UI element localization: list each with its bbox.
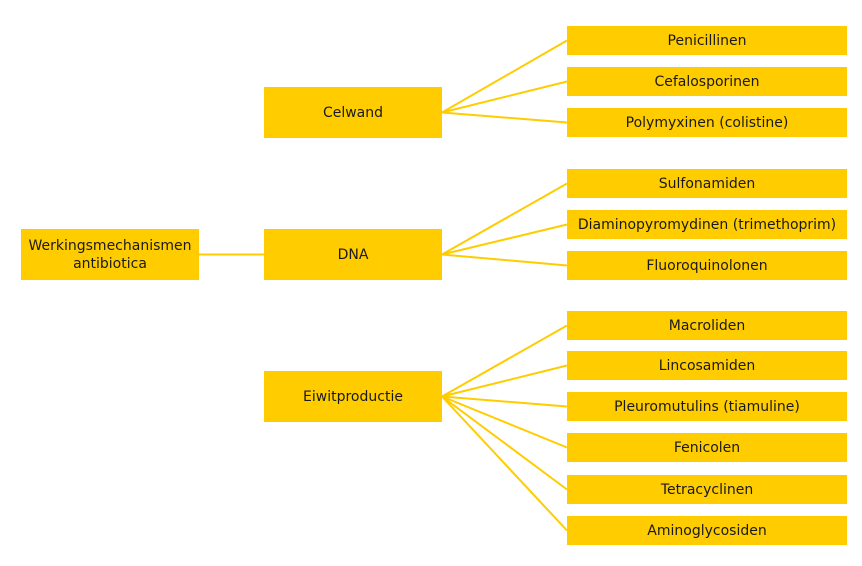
category-to-leaf-line (441, 182, 568, 256)
category-dna: DNA (264, 229, 442, 280)
category-to-leaf-line (441, 324, 568, 398)
category-celwand: Celwand (264, 87, 442, 138)
category-to-leaf-line (441, 395, 568, 532)
category-label: Eiwitproductie (303, 388, 403, 405)
leaf-label: Diaminopyromydinen (trimethoprim) (577, 216, 837, 233)
leaf-label: Lincosamiden (658, 357, 756, 374)
category-to-leaf-line (441, 39, 568, 114)
leaf-label: Penicillinen (667, 32, 747, 49)
leaf-label: Fenicolen (673, 439, 741, 456)
category-eiwitproductie: Eiwitproductie (264, 371, 442, 422)
root-node: Werkingsmechanismen antibiotica (21, 229, 199, 280)
leaf-diaminopyromydinen: Diaminopyromydinen (trimethoprim) (567, 210, 847, 239)
leaf-lincosamiden: Lincosamiden (567, 351, 847, 380)
category-to-leaf-line (441, 223, 568, 256)
leaf-tetracyclinen: Tetracyclinen (567, 475, 847, 504)
root-label: Werkingsmechanismen antibiotica (28, 237, 192, 272)
leaf-pleuromutulins: Pleuromutulins (tiamuline) (567, 392, 847, 421)
leaf-label: Fluoroquinolonen (646, 257, 768, 274)
category-to-leaf-line (441, 80, 568, 114)
leaf-label: Polymyxinen (colistine) (625, 114, 789, 131)
leaf-fenicolen: Fenicolen (567, 433, 847, 462)
category-to-leaf-line (441, 395, 568, 491)
category-to-leaf-line (441, 395, 568, 408)
leaf-label: Aminoglycosiden (647, 522, 767, 539)
leaf-label: Pleuromutulins (tiamuline) (614, 398, 800, 415)
category-label: DNA (337, 246, 369, 263)
leaf-polymyxinen: Polymyxinen (colistine) (567, 108, 847, 137)
leaf-label: Sulfonamiden (658, 175, 756, 192)
leaf-cefalosporinen: Cefalosporinen (567, 67, 847, 96)
leaf-aminoglycosiden: Aminoglycosiden (567, 516, 847, 545)
leaf-label: Cefalosporinen (654, 73, 760, 90)
category-to-leaf-line (441, 253, 568, 267)
leaf-sulfonamiden: Sulfonamiden (567, 169, 847, 198)
leaf-macroliden: Macroliden (567, 311, 847, 340)
category-to-leaf-line (441, 395, 568, 449)
category-to-leaf-line (441, 111, 568, 124)
leaf-label: Macroliden (668, 317, 746, 334)
leaf-fluoroquinolonen: Fluoroquinolonen (567, 251, 847, 280)
leaf-label: Tetracyclinen (660, 481, 754, 498)
leaf-penicillinen: Penicillinen (567, 26, 847, 55)
category-label: Celwand (322, 104, 384, 121)
category-to-leaf-line (441, 364, 568, 398)
